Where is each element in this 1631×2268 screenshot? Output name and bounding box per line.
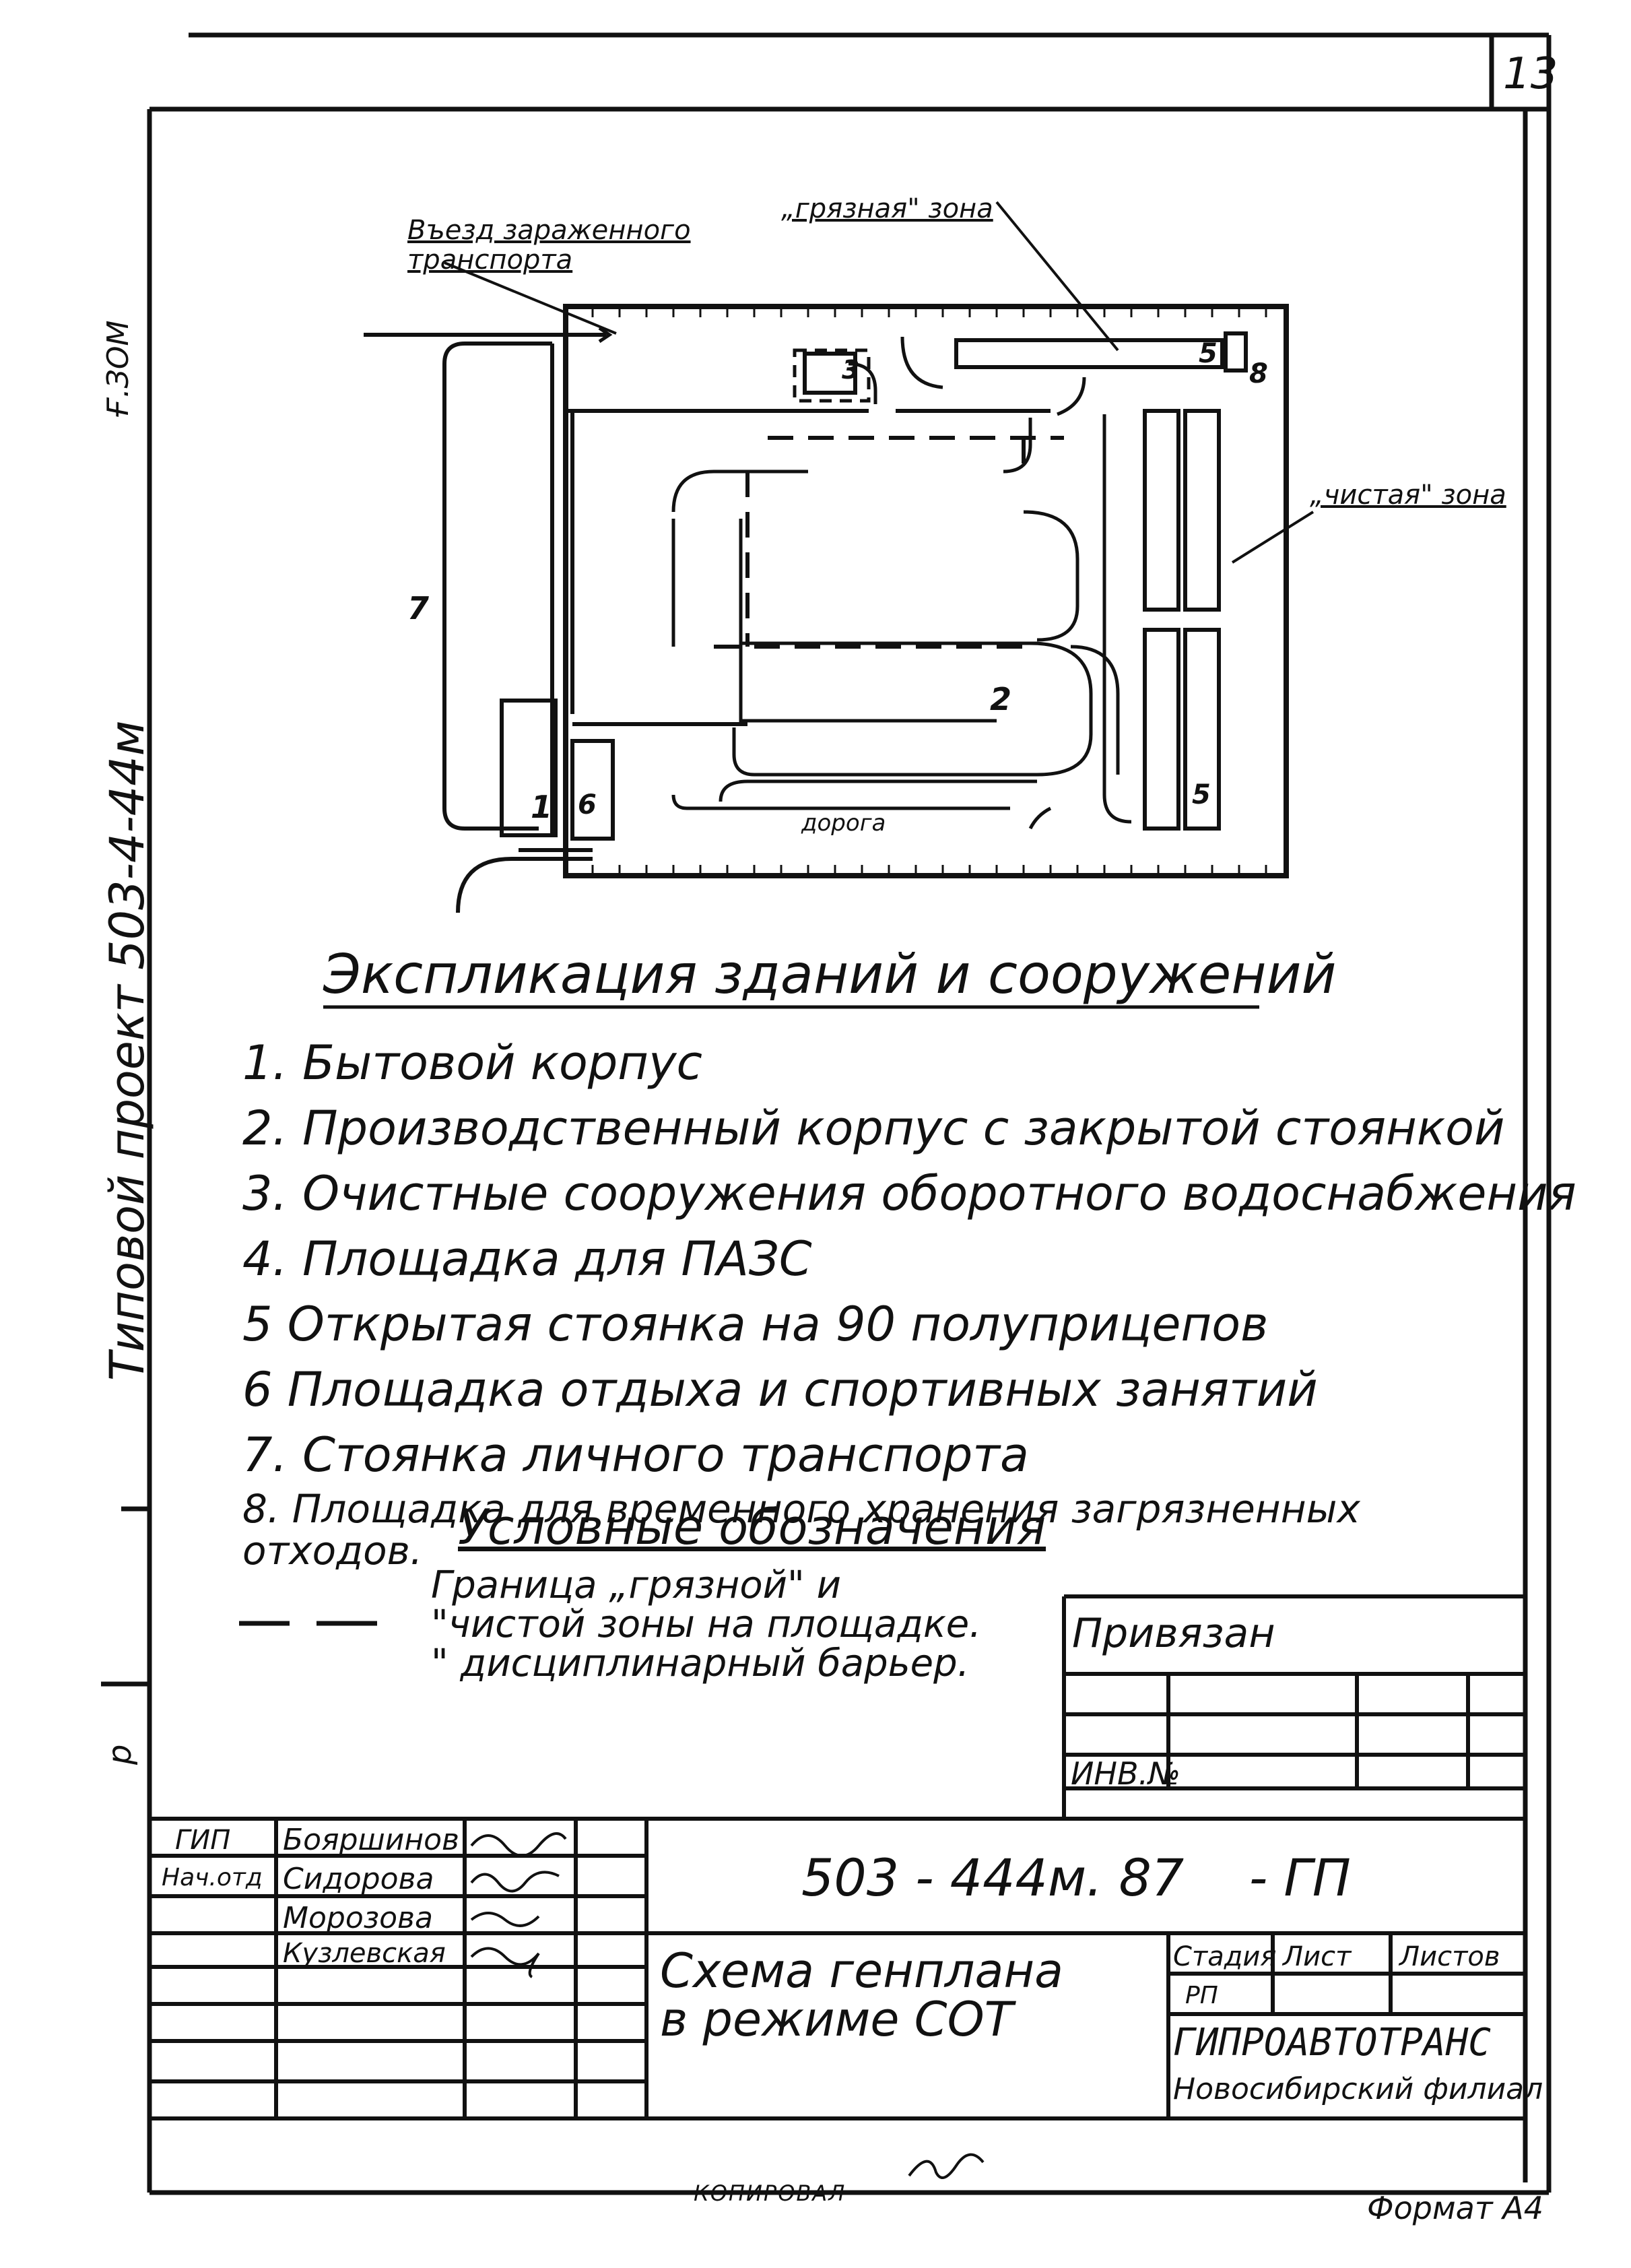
format-label: Формат А4 [1367,2190,1543,2226]
plan-number-1: 1 [531,789,553,825]
drawing-title: Схема генплана в режиме СОТ [660,1943,1063,2047]
plan-number-3: 3 [842,355,860,385]
organization-name: ГИПРОАВТОТРАНС [1173,2021,1492,2065]
sheet-number: 13 [1503,49,1558,99]
signer-name-2: Сидорова [283,1862,434,1896]
side-mark-label: р [101,1744,139,1765]
plan-number-2: 2 [990,681,1012,717]
dirty-zone-label: „грязная" зона [781,193,993,224]
stage-label: Стадия [1173,1941,1277,1972]
signer-name-1: Бояршинов [283,1823,459,1857]
plan-number-7: 7 [407,590,430,626]
explication-list: 1. Бытовой корпус 2. Производственный ко… [242,1031,1576,1574]
entry-label: Въезд зараженного транспорта [407,215,691,276]
side-project-label: Типовой проект 503-4-44м [100,720,155,1381]
conditions-text: Граница „грязной" и "чистой зоны на площ… [431,1563,982,1685]
copied-label: КОПИРОВАЛ [694,2180,846,2206]
sheet-label: Лист [1283,1941,1352,1972]
clean-zone-label: „чистая" зона [1310,480,1506,511]
signer-name-3: Морозова [283,1901,433,1935]
side-small-top-label: Ғ.ЗОМ [101,320,135,418]
list-item: 2. Производственный корпус с закрытой ст… [242,1101,1505,1156]
list-item: 5 Открытая стоянка на 90 полуприцепов [242,1297,1269,1352]
list-item: 1. Бытовой корпус [242,1035,702,1091]
road-label: дорога [801,810,886,837]
stage-value: РП [1185,1982,1218,2009]
plan-number-5-top: 5 [1199,338,1218,369]
binding-label: Привязан [1072,1610,1275,1657]
document-code: 503 - 444м. 87 - ГП [801,1848,1351,1908]
list-item: 7. Стоянка личного транспорта [242,1427,1029,1483]
inventory-number-label: ИНВ.№ [1071,1755,1181,1792]
list-item: 4. Площадка для ПАЗС [242,1231,812,1287]
conditions-title: Условные обозначения [458,1499,1046,1555]
list-item: 3. Очистные сооружения оборотного водосн… [242,1166,1576,1221]
plan-number-6: 6 [578,789,597,820]
role-head: Нач.отд [162,1864,263,1891]
branch-name: Новосибирский филиал [1173,2072,1543,2106]
explication-title: Экспликация зданий и сооружений [323,943,1337,1006]
list-item: 8. Площадка для временного хранения загр… [242,1486,1360,1574]
plan-number-5-right: 5 [1192,779,1211,810]
list-item: 6 Площадка отдыха и спортивных занятий [242,1362,1318,1417]
sheets-label: Листов [1399,1941,1500,1972]
signer-name-4: Кузлевская [283,1938,446,1969]
role-gip: ГИП [175,1825,231,1856]
plan-number-8: 8 [1249,358,1268,389]
